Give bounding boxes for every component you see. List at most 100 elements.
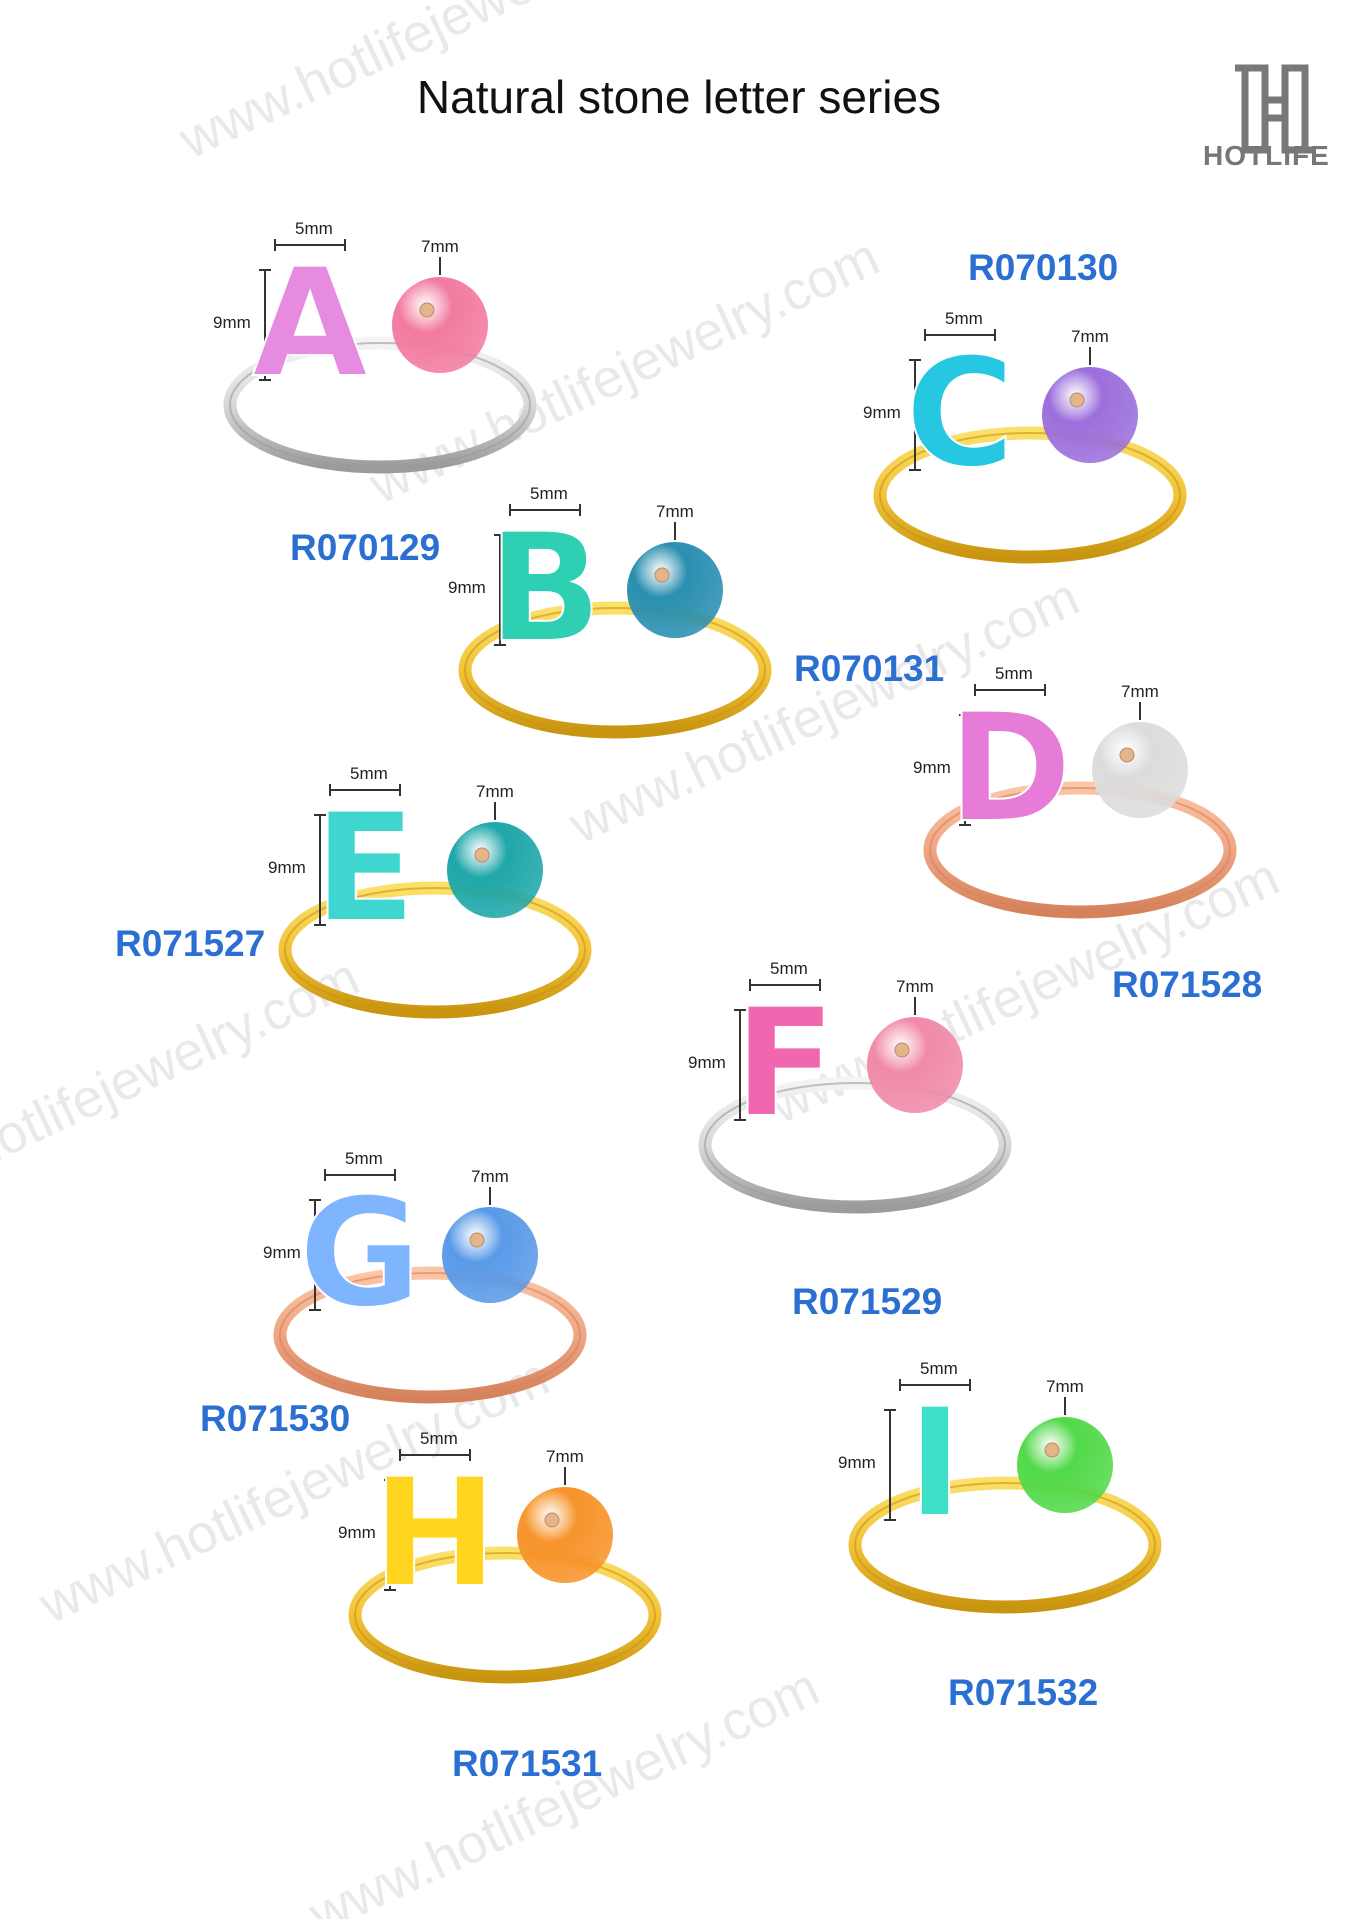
charm-letter: D <box>948 682 1073 856</box>
dimension-lines <box>734 979 916 1121</box>
ring-band-edge <box>464 607 766 733</box>
dimension-width-label: 5mm <box>995 664 1033 683</box>
stone-pin <box>469 1232 485 1248</box>
ring-illustration: B <box>458 501 772 739</box>
stone-pin <box>544 1512 560 1528</box>
dimension-height-label: 9mm <box>913 758 951 777</box>
product-code: R071529 <box>792 1281 943 1322</box>
stone-bead <box>392 277 488 373</box>
hotlife-logo-icon <box>1235 64 1315 154</box>
ring-band-edge <box>284 887 586 1013</box>
dimension-stone-label: 7mm <box>471 1167 509 1186</box>
ring-illustration: G <box>273 1166 587 1404</box>
stone-pin <box>1119 747 1135 763</box>
charm-letter: E <box>314 782 416 956</box>
dimension-stone-label: 7mm <box>656 502 694 521</box>
dimension-width-label: 5mm <box>920 1359 958 1378</box>
dimension-stone-label: 7mm <box>896 977 934 996</box>
ring-illustration: E <box>278 781 592 1019</box>
ring-illustration: F <box>698 976 1012 1214</box>
ring-band-edge <box>854 1482 1156 1608</box>
ring-illustration: D <box>923 681 1237 919</box>
dimension-stone-label: 7mm <box>421 237 459 256</box>
ring-band-edge <box>229 342 531 468</box>
dimension-height-label: 9mm <box>688 1053 726 1072</box>
stone-bead <box>442 1207 538 1303</box>
stone-bead <box>1092 722 1188 818</box>
charm-letter: I <box>907 1377 963 1551</box>
stone-pin <box>419 302 435 318</box>
ring-band-edge <box>929 787 1231 913</box>
dimension-lines <box>884 1379 1066 1521</box>
dimension-stone-label: 7mm <box>476 782 514 801</box>
dimension-lines <box>309 1169 491 1311</box>
stone-bead <box>1042 367 1138 463</box>
dimension-lines <box>259 239 441 381</box>
product-code: R071531 <box>452 1743 603 1784</box>
product-code: R071530 <box>200 1398 351 1439</box>
ring-band-edge <box>879 432 1181 558</box>
charm-letter: G <box>298 1167 421 1341</box>
dimension-width-label: 5mm <box>420 1429 458 1448</box>
dimension-lines <box>959 684 1141 826</box>
dimension-height-label: 9mm <box>213 313 251 332</box>
stone-pin <box>1044 1442 1060 1458</box>
dimension-stone-label: 7mm <box>1046 1377 1084 1396</box>
stone-bead <box>867 1017 963 1113</box>
ring-illustration: I <box>848 1376 1162 1614</box>
charm-letter: F <box>734 977 836 1151</box>
dimension-lines <box>314 784 496 926</box>
dimension-width-label: 5mm <box>770 959 808 978</box>
product-code: R070129 <box>290 527 441 568</box>
ring-band-edge <box>704 1082 1006 1208</box>
ring-illustration: A <box>223 236 537 474</box>
product-code: R071528 <box>1112 964 1263 1005</box>
dimension-height-label: 9mm <box>838 1453 876 1472</box>
ring-illustration: C <box>873 326 1187 564</box>
dimension-height-label: 9mm <box>263 1243 301 1262</box>
product-code: R071527 <box>115 923 266 964</box>
dimension-stone-label: 7mm <box>1121 682 1159 701</box>
dimension-lines <box>384 1449 566 1591</box>
stone-pin <box>894 1042 910 1058</box>
dimension-width-label: 5mm <box>295 219 333 238</box>
dimension-height-label: 9mm <box>338 1523 376 1542</box>
stone-bead <box>1017 1417 1113 1513</box>
stone-pin <box>1069 392 1085 408</box>
dimension-width-label: 5mm <box>530 484 568 503</box>
dimension-height-label: 9mm <box>448 578 486 597</box>
stone-bead <box>627 542 723 638</box>
charm-letter: H <box>372 1447 498 1621</box>
ring-illustration: H <box>348 1446 662 1684</box>
dimension-stone-label: 7mm <box>1071 327 1109 346</box>
ring-band-edge <box>279 1272 581 1398</box>
dimension-width-label: 5mm <box>945 309 983 328</box>
product-code: R070131 <box>794 648 945 689</box>
stone-pin <box>654 567 670 583</box>
product-code: R071532 <box>948 1672 1099 1713</box>
ring-band-edge <box>354 1552 656 1678</box>
charm-letter: C <box>905 327 1015 501</box>
stone-bead <box>447 822 543 918</box>
dimension-lines <box>494 504 676 646</box>
brand-name: HOTLIFE <box>1203 140 1330 171</box>
dimension-width-label: 5mm <box>350 764 388 783</box>
stone-bead <box>517 1487 613 1583</box>
page-title: Natural stone letter series <box>416 71 942 123</box>
dimension-stone-label: 7mm <box>546 1447 584 1466</box>
dimension-lines <box>909 329 1091 471</box>
dimension-height-label: 9mm <box>268 858 306 877</box>
charm-letter: A <box>252 237 368 411</box>
dimension-width-label: 5mm <box>345 1149 383 1168</box>
dimension-height-label: 9mm <box>863 403 901 422</box>
product-code: R070130 <box>968 247 1119 288</box>
